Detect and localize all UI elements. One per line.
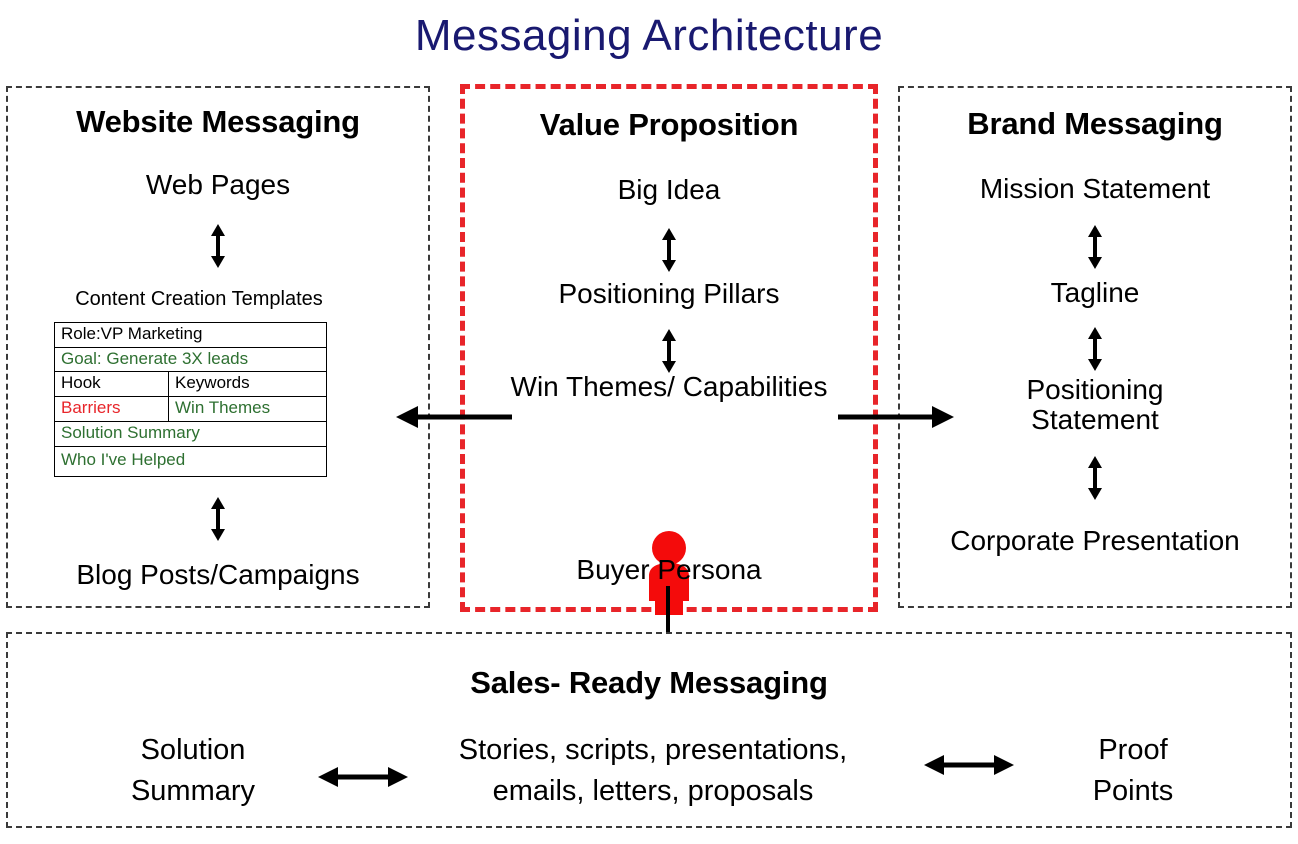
table-row: Hook Keywords (54, 371, 328, 398)
panel-brand-heading: Brand Messaging (967, 106, 1223, 141)
node-win-themes-capabilities: Win Themes/ Capabilities (510, 371, 828, 402)
sales-right-line1: Proof (1098, 734, 1168, 766)
table-row: Goal: Generate 3X leads (53, 346, 328, 373)
sales-left-solution-summary: Solution Summary (58, 730, 328, 812)
node-buyer-persona: Buyer Persona (576, 554, 762, 585)
arrow-bigidea-to-pillars (658, 228, 680, 272)
arrow-templates-to-blog (207, 497, 229, 541)
connector-solution-to-stories (318, 764, 408, 795)
table-row: Barriers Win Themes (54, 396, 328, 422)
panel-value-heading: Value Proposition (539, 107, 799, 142)
node-positioning-pillars: Positioning Pillars (558, 278, 780, 309)
table-cell-who-ive-helped: Who I've Helped (53, 445, 328, 477)
node-big-idea: Big Idea (617, 174, 721, 205)
table-cell-goal: Goal: Generate 3X leads (53, 346, 328, 373)
node-web-pages: Web Pages (145, 169, 291, 200)
sales-right-proof-points: Proof Points (1008, 730, 1258, 812)
connector-value-to-website (396, 404, 512, 430)
panel-sales-ready-messaging: Sales- Ready Messaging Solution Summary … (6, 632, 1292, 828)
arrow-mission-to-tagline (1084, 225, 1106, 269)
table-cell-solution-summary: Solution Summary (53, 420, 328, 447)
table-cell-barriers: Barriers (54, 396, 169, 422)
sales-center-line2: emails, letters, proposals (492, 775, 814, 808)
table-cell-role: Role:VP Marketing (53, 322, 328, 348)
node-positioning-statement-line1: Positioning (1026, 374, 1164, 405)
panel-sales-heading: Sales- Ready Messaging (470, 665, 828, 700)
content-creation-templates-caption: Content Creation Templates (75, 288, 323, 310)
content-creation-templates-table: Role:VP Marketing Goal: Generate 3X lead… (53, 322, 328, 477)
node-blog-posts-campaigns: Blog Posts/Campaigns (76, 559, 360, 590)
table-cell-keywords: Keywords (167, 371, 328, 398)
panel-website-heading: Website Messaging (76, 104, 360, 139)
table-row: Who I've Helped (53, 445, 328, 477)
arrow-tagline-to-positioning (1084, 327, 1106, 371)
panel-brand-messaging: Brand Messaging Mission Statement Taglin… (898, 86, 1292, 608)
page-title: Messaging Architecture (414, 11, 884, 60)
table-row: Role:VP Marketing (53, 322, 328, 348)
arrow-positioning-to-corporate (1084, 456, 1106, 500)
panel-value-proposition: Value Proposition Big Idea Positioning P… (460, 84, 878, 615)
arrow-pillars-to-winthemes (658, 329, 680, 373)
connector-stories-to-proof (924, 752, 1014, 783)
node-mission-statement: Mission Statement (979, 173, 1211, 204)
sales-center-line1: Stories, scripts, presentations, (458, 734, 848, 766)
node-corporate-presentation: Corporate Presentation (950, 525, 1240, 556)
arrow-webpages-to-templates (207, 224, 229, 268)
node-positioning-statement: Positioning Statement (900, 374, 1290, 436)
table-cell-win-themes: Win Themes (167, 396, 328, 422)
node-tagline: Tagline (1050, 277, 1140, 308)
sales-left-line2: Summary (130, 775, 256, 808)
table-cell-hook: Hook (54, 371, 169, 398)
sales-right-line2: Points (1092, 775, 1174, 808)
node-positioning-statement-line2: Statement (1031, 404, 1159, 436)
sales-center-content: Stories, scripts, presentations, emails,… (418, 730, 888, 812)
table-row: Solution Summary (53, 420, 328, 447)
connector-value-to-brand (838, 404, 954, 430)
sales-left-line1: Solution (140, 734, 246, 766)
